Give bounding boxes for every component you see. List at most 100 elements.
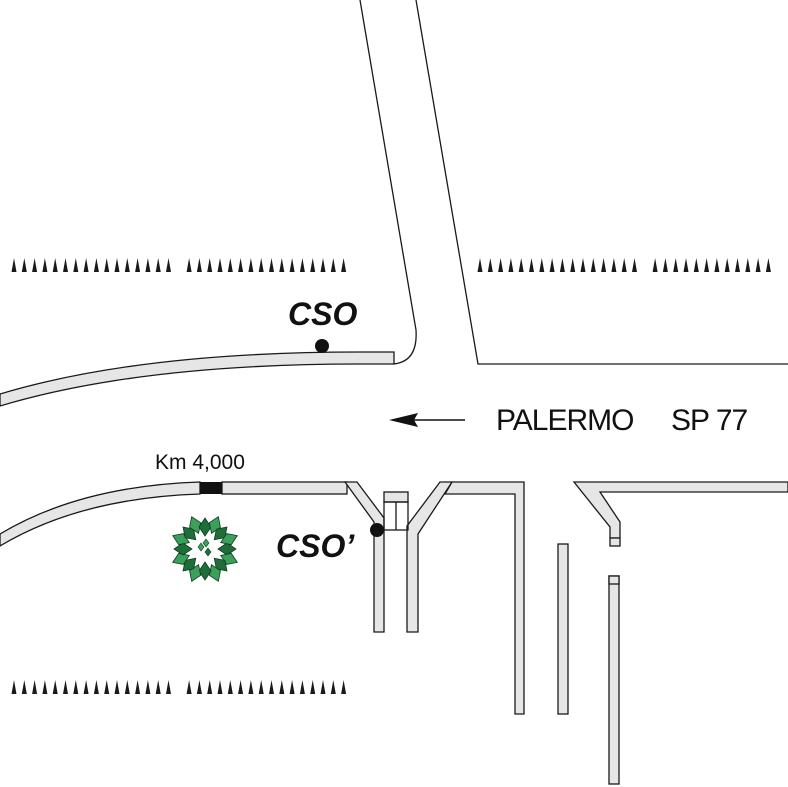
tree-leaf (198, 561, 212, 581)
tree-icon (172, 516, 238, 582)
vegetation-tick (320, 258, 326, 272)
vegetation-tick (330, 258, 336, 272)
north-road-right-edge (415, 0, 788, 365)
vegetation-tick (196, 258, 202, 272)
vegetation-tick (320, 680, 326, 694)
vegetation-tick (632, 258, 637, 272)
vegetation-tick (238, 680, 244, 694)
vegetation-tick (518, 258, 524, 272)
right-kerb-lower-cap (608, 575, 620, 585)
tree-leaf (213, 557, 228, 572)
tree-leaf (189, 516, 202, 534)
tree-center-leaf (197, 542, 205, 552)
vegetation-tick (93, 258, 99, 272)
vegetation-tick (114, 258, 120, 272)
vegetation-tick (186, 258, 192, 272)
vegetation-tick (11, 258, 17, 272)
cso-label: CSO (288, 296, 357, 332)
vegetation-tick (217, 258, 223, 272)
vegetation-tick (227, 258, 233, 272)
vegetation-tick (124, 258, 130, 272)
vegetation-tick (145, 680, 151, 694)
vegetation-tick (166, 258, 171, 272)
vegetation-tick (248, 258, 254, 272)
vegetation-tick (621, 258, 627, 272)
vegetation-tick (21, 258, 27, 272)
vegetation-tick (279, 258, 285, 272)
vegetation-tick (83, 258, 89, 272)
lower-kerb-straight (221, 481, 348, 495)
central-divider (557, 543, 569, 715)
vegetation-tick (611, 258, 617, 272)
vegetation-tick (601, 258, 607, 272)
vegetation-tick (765, 258, 771, 272)
vegetation-tick (73, 680, 79, 694)
tree-leaf (189, 564, 202, 582)
vegetation-tick (299, 258, 305, 272)
vegetation-tick (745, 258, 751, 272)
vegetation-tick (652, 258, 658, 272)
km-marker-label: Km 4,000 (155, 451, 245, 474)
tree-leaf (182, 557, 197, 572)
vegetation-tick (114, 680, 120, 694)
vegetation-tick (32, 258, 38, 272)
vegetation-tick (755, 258, 761, 272)
north-road-left-edge (359, 0, 417, 365)
direction-city-label: PALERMO (496, 404, 633, 437)
vegetation-row-top-right (477, 258, 771, 272)
tree-leaf (198, 517, 212, 537)
vegetation-tick (330, 680, 336, 694)
vegetation-tick (299, 680, 305, 694)
km-marker-block (200, 482, 222, 494)
vegetation-row-top-left (11, 258, 347, 272)
vegetation-tick (590, 258, 596, 272)
vegetation-tick (310, 680, 316, 694)
vegetation-tick (11, 680, 17, 694)
vegetation-tick (248, 680, 254, 694)
arrow-left-icon (389, 413, 465, 427)
vegetation-tick (63, 258, 68, 272)
tree-leaf (208, 564, 221, 582)
tree-center-leaf (204, 547, 212, 557)
vegetation-tick (487, 258, 493, 272)
vegetation-tick (693, 258, 699, 272)
vegetation-tick (539, 258, 545, 272)
vegetation-tick (52, 680, 58, 694)
vegetation-tick (135, 680, 141, 694)
vegetation-tick (104, 258, 110, 272)
vegetation-tick (135, 258, 141, 272)
vegetation-tick (477, 258, 483, 272)
vegetation-tick (662, 258, 668, 272)
vegetation-tick (63, 680, 68, 694)
vegetation-row-bottom-left (11, 680, 347, 694)
vegetation-tick (508, 258, 514, 272)
vegetation-tick (217, 680, 223, 694)
vegetation-tick (83, 680, 89, 694)
intersection-left-kerb (443, 481, 525, 715)
vegetation-tick (186, 680, 192, 694)
tree-leaf (182, 526, 197, 541)
vegetation-tick (42, 258, 48, 272)
vegetation-tick (269, 258, 274, 272)
vegetation-tick (155, 258, 161, 272)
tree-leaf (213, 526, 228, 541)
vegetation-tick (227, 680, 233, 694)
vegetation-tick (207, 258, 213, 272)
vegetation-tick (529, 258, 534, 272)
vegetation-tick (735, 258, 740, 272)
vegetation-tick (310, 258, 316, 272)
vegetation-tick (549, 258, 555, 272)
right-kerb-stub-top (609, 537, 621, 547)
cso-prime-point (370, 523, 384, 537)
vegetation-tick (289, 258, 295, 272)
vegetation-tick (238, 258, 244, 272)
vegetation-tick (673, 258, 679, 272)
vegetation-tick (580, 258, 586, 272)
vegetation-tick (124, 680, 130, 694)
vegetation-tick (42, 680, 48, 694)
vegetation-tick (93, 680, 99, 694)
tree-leaf (217, 542, 237, 556)
intersection-right-kerb (572, 481, 788, 539)
tree-leaf (220, 533, 238, 546)
tree-leaf (172, 533, 190, 546)
